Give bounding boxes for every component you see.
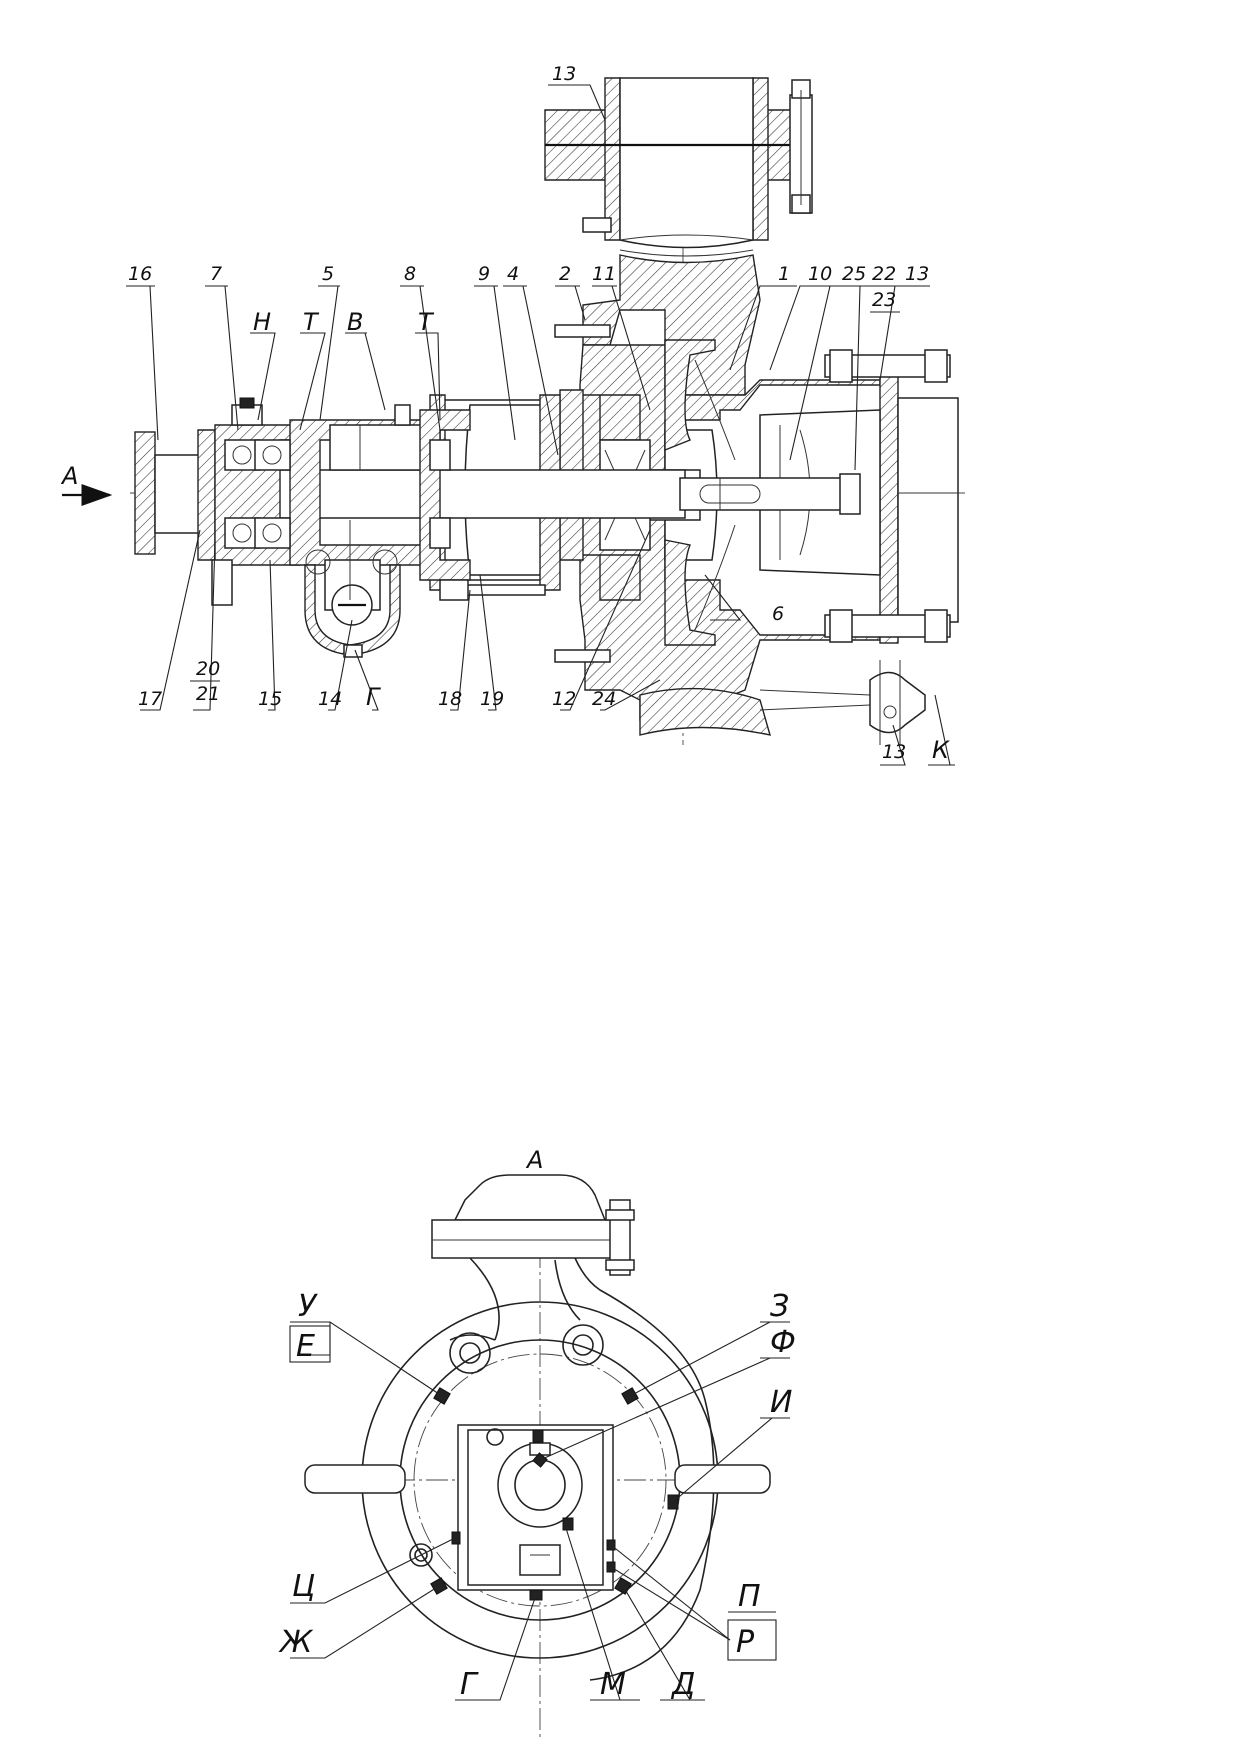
callout-24: 24 xyxy=(592,688,616,710)
stud-top xyxy=(554,324,611,338)
right-flange-bolt-bottom xyxy=(824,614,951,638)
label-P: П xyxy=(738,1579,761,1614)
label-I: И xyxy=(770,1385,792,1420)
callout-16: 16 xyxy=(128,263,152,285)
label-Z: З xyxy=(770,1289,789,1324)
label-box-R xyxy=(727,1619,777,1661)
callout-6: 6 xyxy=(772,603,784,625)
callout-N: Н xyxy=(253,308,271,336)
end-view-title: А xyxy=(525,1146,543,1174)
outlet-flange xyxy=(431,1219,623,1259)
label-E: Е xyxy=(296,1329,315,1364)
callout-9: 9 xyxy=(478,263,490,285)
label-G: Г xyxy=(460,1667,479,1702)
callout-20: 20 xyxy=(196,658,220,680)
callout-2: 2 xyxy=(559,263,571,285)
callout-1: 1 xyxy=(778,263,790,285)
bearing-right xyxy=(254,439,291,471)
discharge-flange-right xyxy=(879,374,899,644)
callout-13-bottom: 13 xyxy=(882,741,906,763)
callout-5: 5 xyxy=(322,263,334,285)
callout-T-right: Т xyxy=(418,308,435,336)
stud-bottom xyxy=(554,649,611,663)
volute-casing xyxy=(579,254,959,721)
oil-sump xyxy=(304,520,401,658)
label-Zh: Ж xyxy=(278,1625,314,1660)
view-arrow-label: А xyxy=(60,462,78,490)
callout-K: К xyxy=(932,736,950,764)
callout-13-right: 13 xyxy=(905,263,929,285)
callout-V: В xyxy=(347,308,363,336)
callout-23: 23 xyxy=(872,289,896,311)
callout-18: 18 xyxy=(438,688,462,710)
seal-area xyxy=(419,409,471,601)
label-M: М xyxy=(600,1667,626,1702)
callout-15: 15 xyxy=(258,688,282,710)
callout-12: 12 xyxy=(552,688,576,710)
drain-pipe xyxy=(639,660,926,745)
callout-4: 4 xyxy=(507,263,519,285)
callout-17: 17 xyxy=(138,688,162,710)
coupling-flange xyxy=(134,429,216,561)
callout-25: 25 xyxy=(842,263,866,285)
outlet-nozzle-body xyxy=(453,1174,607,1221)
label-Ts: Ц xyxy=(292,1569,315,1604)
label-box-E xyxy=(289,1325,331,1363)
callout-11: 11 xyxy=(592,263,616,285)
callout-8: 8 xyxy=(404,263,416,285)
callout-T-left: Т xyxy=(303,308,320,336)
callout-10: 10 xyxy=(808,263,832,285)
callout-22: 22 xyxy=(872,263,896,285)
label-underlines xyxy=(126,84,955,766)
callout-13-top: 13 xyxy=(552,63,576,85)
label-R: Р xyxy=(736,1625,755,1660)
callout-14: 14 xyxy=(318,688,342,710)
label-F: Ф xyxy=(770,1325,796,1360)
label-D: Д xyxy=(670,1667,695,1702)
label-U: У xyxy=(298,1289,318,1324)
callout-19: 19 xyxy=(480,688,504,710)
callout-21: 21 xyxy=(196,683,220,705)
foot-left xyxy=(304,1464,406,1494)
end-view: А У Е Ц Ж З Ф И П Р Г М Д xyxy=(278,1146,796,1740)
foot-right xyxy=(674,1464,771,1494)
callout-7: 7 xyxy=(210,263,222,285)
right-flange-bolt-top xyxy=(824,354,951,378)
callout-G: Г xyxy=(366,683,381,711)
discharge-nozzle xyxy=(544,77,813,257)
section-view: 16 7 Н Т 5 В Т 8 9 4 2 11 1 10 25 22 23 … xyxy=(60,63,965,766)
